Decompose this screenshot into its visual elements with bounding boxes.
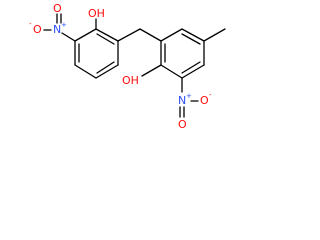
- bond-left-ring-double-a: [96, 33, 115, 45]
- nitro-right-o-side-label: O: [200, 94, 209, 107]
- bond-bridge-right: [139, 28, 162, 42]
- nitro-left-o-side-label: O: [33, 23, 42, 36]
- structure-canvas: OH N + O O - OH N + O - O: [0, 0, 240, 148]
- nitro-right-n-charge: +: [186, 92, 192, 100]
- nitro-left-o-top-label: O: [53, 2, 62, 15]
- bond-right-ring-double-a: [181, 33, 201, 45]
- molecule-diagram: OH N + O O - OH N + O - O: [29, 2, 226, 131]
- bond-left-c-n: [61, 32, 76, 42]
- bond-left-ring-3: [95, 64, 119, 79]
- bond-left-ring-4: [74, 64, 97, 79]
- oh-right-label: OH: [122, 74, 139, 87]
- nitro-right-o-side-charge: -: [209, 91, 212, 99]
- nitro-right-o-bottom-label: O: [178, 118, 187, 131]
- right-benzene-ring: [160, 28, 205, 79]
- nitro-left-o-side-charge: -: [29, 20, 32, 28]
- bond-right-ring-5: [160, 64, 183, 79]
- bond-bridge-left: [117, 28, 141, 42]
- nitro-left-n-label: N: [53, 23, 61, 36]
- bond-right-ring-1: [160, 28, 183, 42]
- nitro-right-n-label: N: [178, 94, 186, 107]
- bond-right-ring-4: [181, 64, 205, 79]
- bond-left-ring-6: [74, 28, 97, 42]
- left-benzene-ring: [74, 28, 119, 79]
- bond-left-ring-1: [95, 28, 119, 42]
- oh-left-label: OH: [88, 7, 105, 20]
- nitro-left-n-charge: +: [61, 21, 67, 29]
- bond-left-ring-double-b: [96, 61, 115, 74]
- bond-right-ring-double-b: [181, 61, 201, 74]
- bond-methyl: [203, 28, 226, 42]
- bond-right-ring-2: [181, 28, 205, 42]
- bond-right-c-oh: [141, 64, 162, 77]
